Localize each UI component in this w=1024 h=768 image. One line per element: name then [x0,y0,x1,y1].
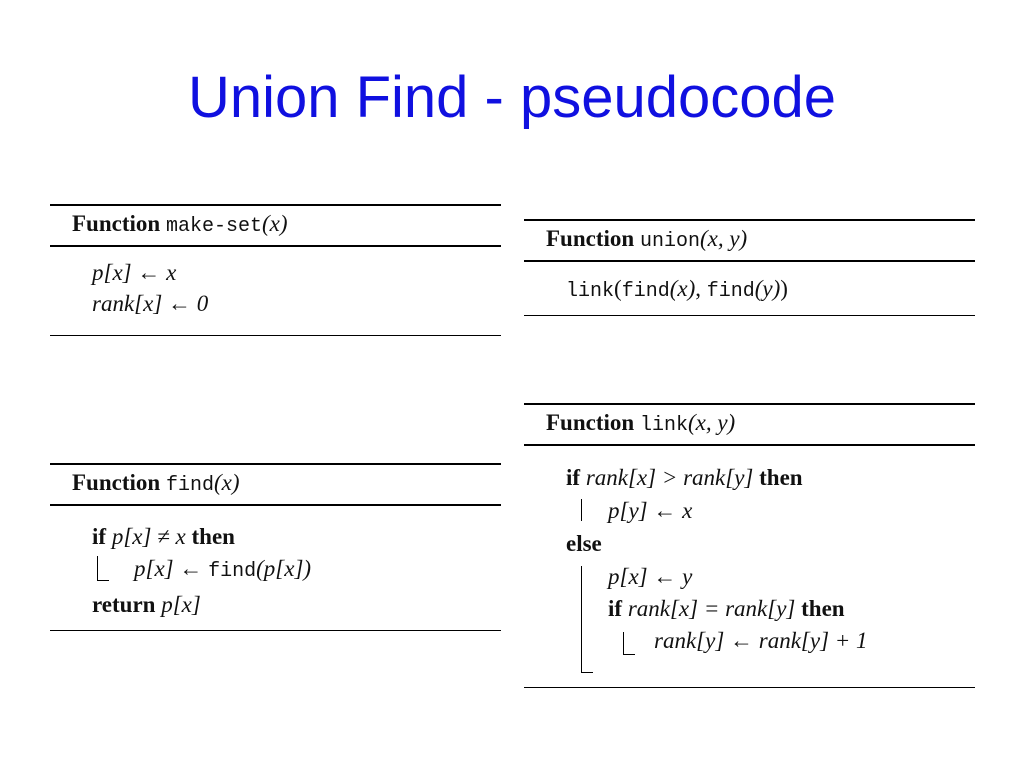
if-keyword: if [566,465,581,490]
then-keyword: then [801,596,845,621]
function-keyword: Function [72,211,161,236]
condition: p[x] ≠ x [111,524,186,549]
code-line: p[y] ← x [608,498,693,523]
condition: rank[x] = rank[y] [627,596,796,621]
find-arg: (x) [669,276,696,301]
code-line: p[x] ← find(p[x]) [134,554,311,587]
function-params: (x) [261,211,288,236]
block-bar [97,556,98,580]
find-call: find [621,280,670,303]
code-line: p[x] ← x [92,260,177,285]
union-box: Function union(x, y) link(find(x), find(… [524,219,975,316]
condition: rank[x] > rank[y] [585,465,754,490]
find-call: find [706,280,755,303]
link-header: Function link(x, y) [524,405,975,446]
code-line: if rank[x] > rank[y] then [566,463,803,493]
function-name: link [639,414,688,437]
assignment: p[x] ← [134,556,209,581]
slide-title: Union Find - pseudocode [187,65,837,130]
find-header: Function find(x) [50,465,501,506]
code-line: link(find(x), find(y)) [566,276,788,303]
function-keyword: Function [546,410,635,435]
if-keyword: if [92,524,107,549]
then-keyword: then [191,524,235,549]
block-bar-end [623,654,635,655]
return-keyword: return [92,592,156,617]
union-body: link(find(x), find(y)) [524,262,975,315]
code-line: else [566,529,602,559]
block-bar [581,566,582,672]
make-set-header: Function make-set(x) [50,206,501,247]
function-name: find [165,474,214,497]
find-body: if p[x] ≠ x then p[x] ← find(p[x]) retur… [50,506,501,630]
code-line: if rank[x] = rank[y] then [608,594,845,624]
function-params: (x, y) [687,410,736,435]
return-value: p[x] [161,592,201,617]
code-line: rank[y] ← rank[y] + 1 [654,628,868,653]
link-body: if rank[x] > rank[y] then p[y] ← x else … [524,446,975,687]
link-box: Function link(x, y) if rank[x] > rank[y]… [524,403,975,688]
code-line: rank[x] ← 0 [92,291,209,316]
block-bar-end [581,672,593,673]
function-keyword: Function [546,226,635,251]
block-bar [623,632,624,654]
function-params: (x, y) [699,226,748,251]
link-call: link [566,280,615,303]
find-arg: (p[x]) [256,556,312,581]
code-line: p[x] ← y [608,564,693,589]
find-arg: (y) [754,276,781,301]
function-keyword: Function [72,470,161,495]
code-line: if p[x] ≠ x then [92,522,235,552]
function-params: (x) [213,470,240,495]
find-box: Function find(x) if p[x] ≠ x then p[x] ←… [50,463,501,631]
block-bar [581,499,582,521]
find-call: find [208,560,257,583]
else-keyword: else [566,531,602,556]
make-set-box: Function make-set(x) p[x] ← x rank[x] ← … [50,204,501,336]
if-keyword: if [608,596,623,621]
block-bar-end [97,580,109,581]
then-keyword: then [759,465,803,490]
code-line: return p[x] [92,590,201,620]
function-name: make-set [165,215,262,238]
make-set-body: p[x] ← x rank[x] ← 0 [50,247,501,335]
union-header: Function union(x, y) [524,221,975,262]
function-name: union [639,230,700,253]
